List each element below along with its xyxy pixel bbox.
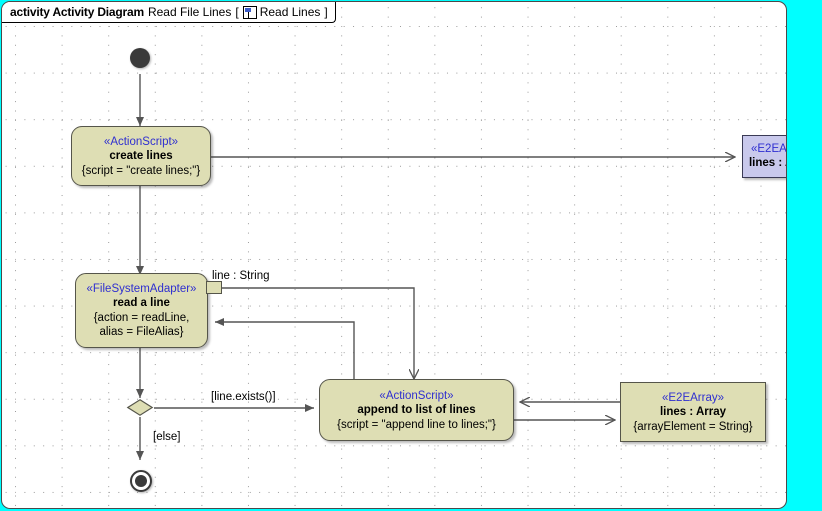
node-name-label: create lines [109,149,173,162]
initial-node[interactable] [130,48,150,68]
bracket-close: ] [324,5,328,19]
guard-else: [else] [153,431,181,443]
diagram-canvas[interactable]: activity Activity Diagram Read File Line… [1,1,787,509]
edge-layer [136,74,787,460]
action-node-append-to-list[interactable]: «ActionScript» append to list of lines {… [319,379,514,441]
activity-diagram-icon [242,5,257,19]
stereotype-label: «E2EArray» [661,391,724,404]
tagged-values-label-line2: alias = FileAlias} [99,326,184,338]
bracket-open: [ [235,5,239,19]
diagram-kind-label: activity Activity Diagram [10,5,144,19]
output-pin-label: line : String [212,270,270,282]
node-name-label: read a line [113,297,170,309]
stereotype-label: «ActionScript» [379,389,454,402]
node-name-label: lines : Array [748,157,786,169]
activity-final-node[interactable] [130,470,152,492]
stereotype-label: «E2EArray» [750,143,787,155]
tagged-values-label-line1: {action = readLine, [93,312,190,324]
output-pin-line[interactable] [206,281,222,294]
tagged-values-label: {script = "create lines;"} [81,164,201,177]
decision-node[interactable] [126,399,154,416]
tagged-values-label: {script = "append line to lines;"} [337,418,496,431]
action-node-create-lines[interactable]: «ActionScript» create lines {script = "c… [71,126,211,186]
object-node-lines-array-top[interactable]: «E2EArray» lines : Array [742,135,787,178]
stereotype-label: «FileSystemAdapter» [86,283,197,295]
node-name-label: lines : Array [659,405,727,418]
node-name-label: append to list of lines [357,403,476,416]
tagged-values-label: {arrayElement = String} [633,420,753,433]
object-node-lines-array-bottom[interactable]: «E2EArray» lines : Array {arrayElement =… [620,382,766,442]
stereotype-label: «ActionScript» [103,135,179,148]
guard-line-exists: [line.exists()] [211,391,276,403]
diagram-header-tab[interactable]: activity Activity Diagram Read File Line… [2,2,336,23]
action-node-read-a-line[interactable]: «FileSystemAdapter» read a line {action … [75,273,208,348]
package-name-label: Read Lines [259,5,321,19]
diagram-name-label: Read File Lines [147,5,232,19]
